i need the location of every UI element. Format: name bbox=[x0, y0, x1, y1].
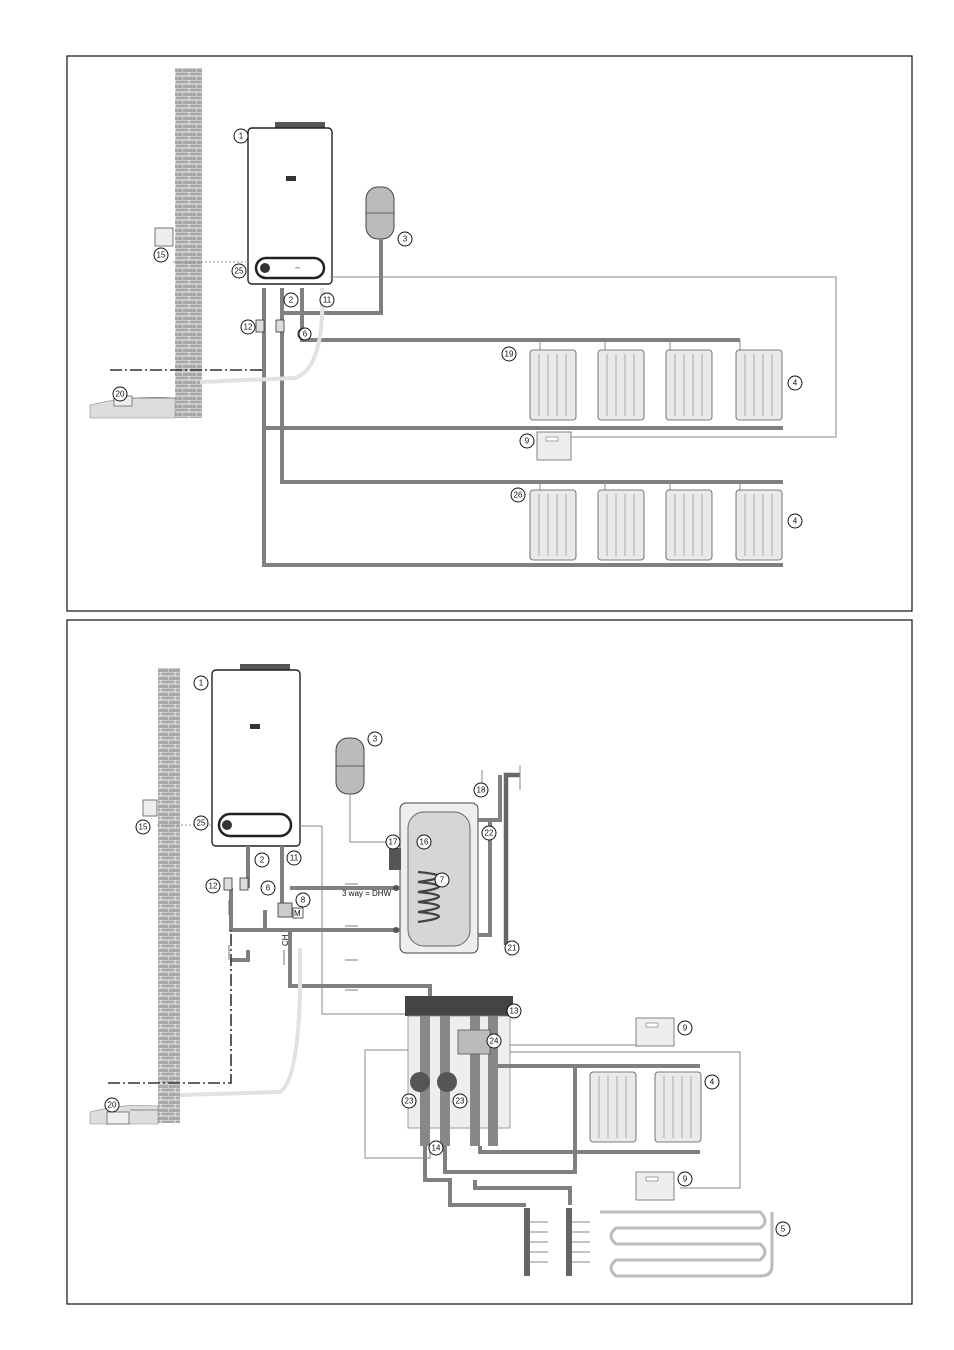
callout-11: 11 bbox=[323, 296, 332, 305]
callout-p2-9a: 9 bbox=[683, 1024, 688, 1033]
callout-5: 5 bbox=[781, 1225, 786, 1234]
expansion-vessel-1 bbox=[366, 187, 394, 239]
svg-text:~: ~ bbox=[295, 263, 300, 273]
diagram-panel-2: M 3 way = DHW CH bbox=[67, 620, 912, 1304]
external-probe bbox=[155, 228, 173, 246]
callout-3: 3 bbox=[403, 235, 408, 244]
three-way-label: 3 way = DHW bbox=[342, 889, 392, 898]
callout-2: 2 bbox=[289, 296, 294, 305]
callout-p2-15: 15 bbox=[139, 823, 148, 832]
callout-18: 18 bbox=[477, 786, 486, 795]
mixing-manifold bbox=[405, 996, 513, 1146]
callout-7: 7 bbox=[440, 876, 445, 885]
room-thermostat-2a bbox=[636, 1018, 674, 1046]
callout-4: 4 bbox=[793, 379, 798, 388]
callout-16: 16 bbox=[420, 838, 429, 847]
callout-20: 20 bbox=[116, 390, 125, 399]
callout-8: 8 bbox=[301, 896, 306, 905]
boiler-2 bbox=[212, 664, 300, 846]
boiler-1: ~ bbox=[248, 122, 332, 284]
callout-12: 12 bbox=[244, 323, 253, 332]
room-thermostat-1 bbox=[537, 432, 571, 460]
callout-26: 26 bbox=[514, 491, 523, 500]
callout-p2-20: 20 bbox=[108, 1101, 117, 1110]
callout-p2-11: 11 bbox=[290, 854, 299, 863]
callout-17: 17 bbox=[389, 838, 398, 847]
ch-label: CH bbox=[281, 934, 290, 946]
callout-9: 9 bbox=[525, 437, 530, 446]
wall bbox=[175, 68, 202, 418]
callout-p2-3: 3 bbox=[373, 735, 378, 744]
callout-p2-6: 6 bbox=[266, 884, 271, 893]
callout-21: 21 bbox=[508, 944, 517, 953]
callout-22: 22 bbox=[485, 829, 494, 838]
callout-p2-25: 25 bbox=[197, 819, 206, 828]
callout-19: 19 bbox=[505, 350, 514, 359]
callout-13: 13 bbox=[510, 1007, 519, 1016]
callout-4b: 4 bbox=[793, 517, 798, 526]
callout-15: 15 bbox=[157, 251, 166, 260]
room-thermostat-2b bbox=[636, 1172, 674, 1200]
callout-24: 24 bbox=[490, 1037, 499, 1046]
callout-p2-2: 2 bbox=[260, 856, 265, 865]
callout-23b: 23 bbox=[456, 1097, 465, 1106]
callout-14: 14 bbox=[432, 1144, 441, 1153]
callout-25: 25 bbox=[235, 267, 244, 276]
diagram-panel-1: ~ bbox=[67, 56, 912, 611]
motor-label: M bbox=[294, 909, 301, 918]
callout-p2-1: 1 bbox=[199, 679, 204, 688]
callout-p2-4: 4 bbox=[710, 1078, 715, 1087]
panel-2-frame bbox=[67, 620, 912, 1304]
callout-6: 6 bbox=[303, 330, 308, 339]
callout-1: 1 bbox=[239, 132, 244, 141]
wall-2 bbox=[158, 668, 180, 1123]
callout-p2-9b: 9 bbox=[683, 1175, 688, 1184]
expansion-vessel-2 bbox=[336, 738, 364, 794]
cylinder-thermostat bbox=[389, 848, 401, 870]
callout-23a: 23 bbox=[405, 1097, 414, 1106]
callout-p2-12: 12 bbox=[209, 882, 218, 891]
